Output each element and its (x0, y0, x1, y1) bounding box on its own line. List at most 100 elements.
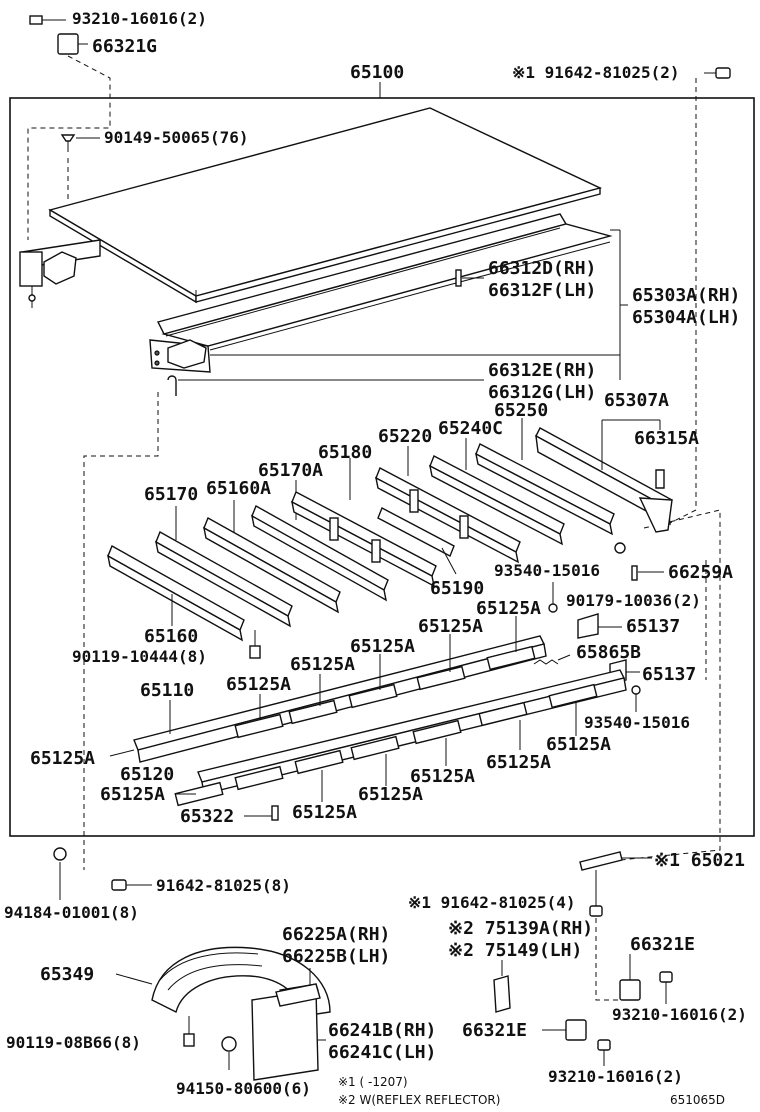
dash-66321G (27, 55, 111, 240)
nut-90179 (614, 542, 626, 554)
leaders-65125A (109, 616, 577, 802)
label-65170: 65170 (144, 484, 198, 505)
label-65250: 65250 (494, 400, 548, 421)
crossmember-65160A (203, 500, 341, 614)
hook-66312E (167, 375, 484, 396)
label-65180: 65180 (318, 442, 372, 463)
label-91642-81025-top: ※1 91642-81025(2) (512, 63, 680, 82)
label-65100: 65100 (350, 62, 404, 83)
bracket-66225A (275, 968, 321, 1007)
pin-66312D (455, 269, 484, 287)
label-93540-15016-a: 93540-15016 (494, 561, 600, 580)
crossmember-65240C (429, 438, 565, 546)
label-66312G: 66312G(LH) (488, 382, 596, 403)
label-91642-81025-bot: 91642-81025(8) (156, 876, 291, 895)
label-90179-10036: 90179-10036(2) (566, 591, 701, 610)
label-65120: 65120 (120, 764, 174, 785)
bolt-93210-mid (659, 971, 673, 1004)
label-90149-50065: 90149-50065(76) (104, 128, 249, 147)
label-66225A: 66225A(RH) (282, 924, 390, 945)
label-65137-a: 65137 (626, 616, 680, 637)
label-66259A: 66259A (668, 562, 733, 583)
mudguard-65349 (115, 946, 331, 1017)
label-66315A: 66315A (634, 428, 699, 449)
label-65125A-11: 65125A (358, 784, 423, 805)
crossmember-65170 (155, 506, 293, 628)
bolt-91642-4 (589, 870, 603, 917)
label-65125A-1: 65125A (476, 598, 541, 619)
label-65021: ※1 65021 (654, 850, 745, 871)
dash-right-long (619, 509, 721, 861)
label-91642-81025-4: ※1 91642-81025(4) (408, 893, 576, 912)
label-65125A-12: 65125A (292, 802, 357, 823)
bolt-91642-bot (111, 879, 152, 891)
label-66321G: 66321G (92, 36, 157, 57)
label-65865B: 65865B (576, 642, 641, 663)
label-66321E-b: 66321E (462, 1020, 527, 1041)
dash-66321E (595, 918, 626, 1001)
label-75139A: ※2 75139A(RH) (448, 918, 593, 939)
label-65307A: 65307A (604, 390, 669, 411)
dash-right-top (659, 78, 697, 529)
dash-left-long (83, 392, 159, 870)
rear-sill-65307A (535, 419, 673, 533)
label-65125A-7: 65125A (546, 734, 611, 755)
label-65137-b: 65137 (642, 664, 696, 685)
label-93210-16016-bot: 93210-16016(2) (548, 1067, 683, 1086)
crossmember-65190 (377, 507, 457, 575)
label-90119-10444: 90119-10444(8) (72, 647, 207, 666)
blocks-65125A (174, 645, 598, 807)
bolt-93540-b (631, 685, 641, 712)
bolt-93540-a (548, 582, 558, 613)
screw-90149-50065 (60, 134, 100, 152)
bolt-93210-bot (597, 1039, 611, 1066)
block-66321E-a (619, 954, 641, 1001)
side-rail-65303A (149, 213, 613, 373)
label-93210-16016-top: 93210-16016(2) (72, 9, 207, 28)
bracket-75139A (493, 960, 511, 1013)
label-65303A: 65303A(RH) (632, 285, 740, 306)
label-65110: 65110 (140, 680, 194, 701)
label-65160: 65160 (144, 626, 198, 647)
label-66321E-a: 66321E (630, 934, 695, 955)
label-65125A-9: 65125A (410, 766, 475, 787)
label-65125A-4: 65125A (290, 654, 355, 675)
label-65349: 65349 (40, 964, 94, 985)
footnote-2: ※2 W(REFLEX REFLECTOR) (338, 1093, 500, 1107)
spring-65865B (533, 654, 571, 665)
label-65125A-10: 65125A (100, 784, 165, 805)
label-66312E: 66312E(RH) (488, 360, 596, 381)
bolt-93210-top (29, 15, 66, 25)
label-66241C: 66241C(LH) (328, 1042, 436, 1063)
crossmember-65220 (375, 446, 521, 564)
crossmember-65250 (475, 418, 615, 536)
label-65125A-3: 65125A (350, 636, 415, 657)
block-66321G (57, 33, 88, 55)
label-65125A-6: 65125A (30, 748, 95, 769)
label-66241B: 66241B(RH) (328, 1020, 436, 1041)
bracket-65021 (579, 851, 652, 871)
label-93540-15016-b: 93540-15016 (584, 713, 690, 732)
nut-94184 (53, 847, 67, 900)
label-65125A-2: 65125A (418, 616, 483, 637)
label-66312F: 66312F(LH) (488, 280, 596, 301)
pin-66259A (631, 565, 664, 581)
crossmember-65160 (107, 544, 245, 642)
label-65240C: 65240C (438, 418, 503, 439)
label-66225B: 66225B(LH) (282, 946, 390, 967)
crossmember-65170A (251, 480, 389, 602)
label-65125A-5: 65125A (226, 674, 291, 695)
crossmember-65180 (291, 458, 437, 588)
label-65304A: 65304A(LH) (632, 307, 740, 328)
screw-65322 (244, 805, 279, 821)
label-65125A-8: 65125A (486, 752, 551, 773)
label-94150-80600: 94150-80600(6) (176, 1079, 311, 1098)
label-75149: ※2 75149(LH) (448, 940, 582, 961)
label-65220: 65220 (378, 426, 432, 447)
drawing-code: 651065D (670, 1093, 725, 1107)
bracket-65137-a (577, 613, 622, 639)
label-93210-16016-mid: 93210-16016(2) (612, 1005, 747, 1024)
block-66321E-b (542, 1019, 587, 1041)
nut-94150 (221, 1036, 237, 1070)
